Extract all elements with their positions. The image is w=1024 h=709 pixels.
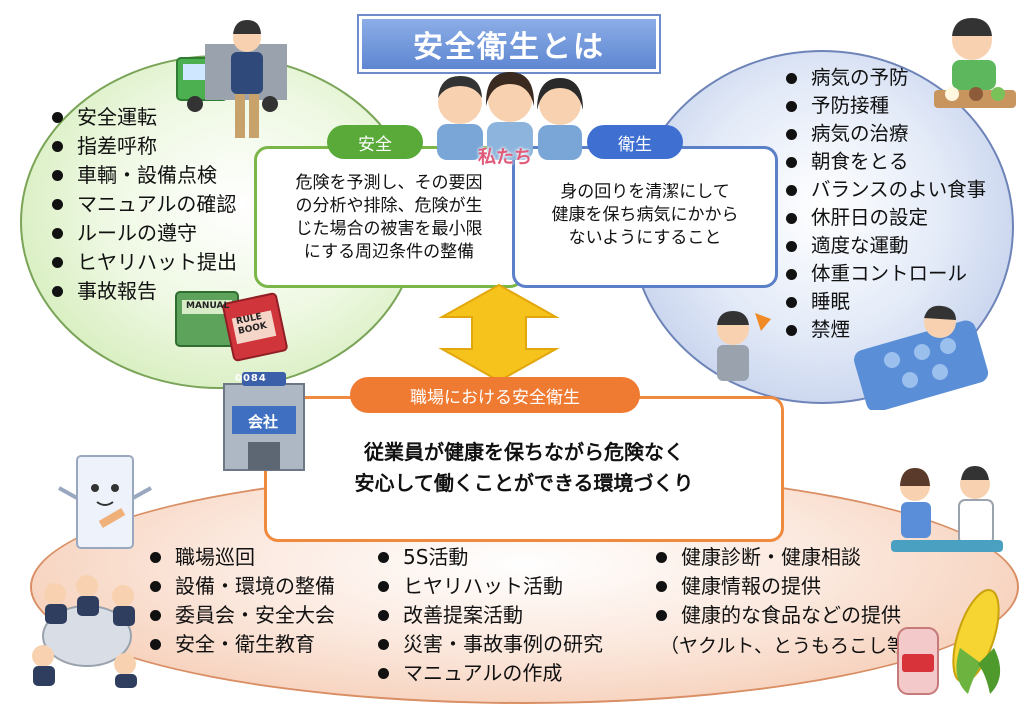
bullet-icon <box>786 128 797 140</box>
bullet-icon <box>378 581 389 592</box>
list-item: 予防接種 <box>786 92 986 120</box>
manual-books-icon <box>175 291 288 362</box>
bullet-icon <box>786 100 797 112</box>
workplace-col3-list: 健康診断・健康相談 健康情報の提供 健康的な食品などの提供 <box>656 543 901 630</box>
bullet-icon <box>786 184 797 196</box>
list-item: 休肝日の設定 <box>786 204 986 232</box>
list-item: 設備・環境の整備 <box>150 572 335 601</box>
bullet-icon <box>786 240 797 252</box>
doctor-consultation-illustration <box>891 466 1003 552</box>
workplace-col3-note: （ヤクルト、とうもろこし等） <box>660 635 926 657</box>
list-item: 病気の予防 <box>786 64 986 92</box>
list-item: 車輌・設備点検 <box>52 161 237 190</box>
bullet-icon <box>150 610 161 621</box>
hygiene-definition-line: 身の回りを清潔にして <box>560 182 730 202</box>
stretching-person-illustration <box>717 311 771 381</box>
workplace-line: 従業員が健康を保ちながら危険なく <box>364 440 684 464</box>
bullet-icon <box>786 72 797 84</box>
building-number: 0084 <box>235 373 267 384</box>
bullet-icon <box>656 610 667 621</box>
list-item: 安全・衛生教育 <box>150 630 335 659</box>
bullet-icon <box>52 199 63 210</box>
truck-driver-illustration <box>176 20 287 138</box>
list-item: 適度な運動 <box>786 232 986 260</box>
list-item: ルールの遵守 <box>52 219 237 248</box>
list-item: 禁煙 <box>786 316 986 344</box>
list-item: 健康的な食品などの提供 <box>656 601 901 630</box>
safety-definition-line: じた場合の被害を最小限 <box>295 219 483 239</box>
bullet-icon <box>52 257 63 268</box>
workplace-col2-list: 5S活動 ヒヤリハット活動 改善提案活動 災害・事故事例の研究 マニュアルの作成 <box>378 543 603 688</box>
bullet-icon <box>786 212 797 224</box>
manual-label: MANUAL <box>186 301 230 311</box>
list-item: 災害・事故事例の研究 <box>378 630 603 659</box>
bullet-icon <box>150 639 161 650</box>
workplace-pill: 職場における安全衛生 <box>350 377 640 413</box>
list-item: バランスのよい食事 <box>786 176 986 204</box>
list-item: マニュアルの確認 <box>52 190 237 219</box>
company-building-icon <box>223 372 305 471</box>
people-illustration <box>437 72 583 160</box>
bullet-icon <box>786 296 797 308</box>
list-item: 事故報告 <box>52 277 237 306</box>
people-label: 私たち <box>478 147 532 168</box>
bullet-icon <box>52 228 63 239</box>
building-character-illustration <box>58 455 152 549</box>
eating-person-illustration <box>934 18 1016 108</box>
list-item: 委員会・安全大会 <box>150 601 335 630</box>
bullet-icon <box>786 324 797 336</box>
list-item: 健康診断・健康相談 <box>656 543 901 572</box>
double-arrow-icon <box>438 283 560 383</box>
bullet-icon <box>656 552 667 563</box>
safety-definition-line: 危険を予測し、その要因 <box>295 173 483 193</box>
hygiene-definition-box: 身の回りを清潔にして 健康を保ち病気にかから ないようにすること <box>512 146 778 288</box>
yakult-corn-illustration <box>897 589 1001 695</box>
list-item: 病気の治療 <box>786 120 986 148</box>
hygiene-definition-line: ないようにすること <box>568 228 722 248</box>
safety-definition-box: 危険を予測し、その要因 の分析や排除、危険が生 じた場合の被害を最小限 にする周… <box>254 146 524 288</box>
meeting-illustration <box>32 575 137 688</box>
sleeping-person-illustration <box>854 305 989 410</box>
bullet-icon <box>52 286 63 297</box>
hygiene-pill: 衛生 <box>587 125 683 159</box>
bullet-icon <box>150 581 161 592</box>
safety-definition-line: にする周辺条件の整備 <box>303 242 475 262</box>
bullet-icon <box>378 552 389 563</box>
list-item: 安全運転 <box>52 103 237 132</box>
list-item: 睡眠 <box>786 288 986 316</box>
bullet-icon <box>378 610 389 621</box>
bullet-icon <box>52 112 63 123</box>
list-item: 職場巡回 <box>150 543 335 572</box>
workplace-col1-list: 職場巡回 設備・環境の整備 委員会・安全大会 安全・衛生教育 <box>150 543 335 659</box>
company-sign: 会社 <box>248 413 279 431</box>
list-item: マニュアルの作成 <box>378 659 603 688</box>
list-item: 体重コントロール <box>786 260 986 288</box>
bullet-icon <box>786 156 797 168</box>
bullet-icon <box>150 552 161 563</box>
page-title: 安全衛生とは <box>357 14 661 74</box>
workplace-line: 安心して働くことができる環境づくり <box>354 471 694 495</box>
list-item: 指差呼称 <box>52 132 237 161</box>
bullet-icon <box>52 141 63 152</box>
bullet-icon <box>52 170 63 181</box>
list-item: ヒヤリハット活動 <box>378 572 603 601</box>
safety-list: 安全運転 指差呼称 車輌・設備点検 マニュアルの確認 ルールの遵守 ヒヤリハット… <box>52 103 237 306</box>
list-item: 5S活動 <box>378 543 603 572</box>
list-item: 改善提案活動 <box>378 601 603 630</box>
hygiene-definition-line: 健康を保ち病気にかから <box>551 205 739 225</box>
list-item: ヒヤリハット提出 <box>52 248 237 277</box>
bullet-icon <box>786 268 797 280</box>
list-item: 朝食をとる <box>786 148 986 176</box>
list-item: 健康情報の提供 <box>656 572 901 601</box>
safety-pill: 安全 <box>327 125 423 159</box>
bullet-icon <box>378 639 389 650</box>
safety-definition-line: の分析や排除、危険が生 <box>295 196 483 216</box>
bullet-icon <box>378 668 389 679</box>
bullet-icon <box>656 581 667 592</box>
workplace-box: 従業員が健康を保ちながら危険なく 安心して働くことができる環境づくり <box>264 396 784 542</box>
hygiene-list: 病気の予防 予防接種 病気の治療 朝食をとる バランスのよい食事 休肝日の設定 … <box>786 64 986 344</box>
